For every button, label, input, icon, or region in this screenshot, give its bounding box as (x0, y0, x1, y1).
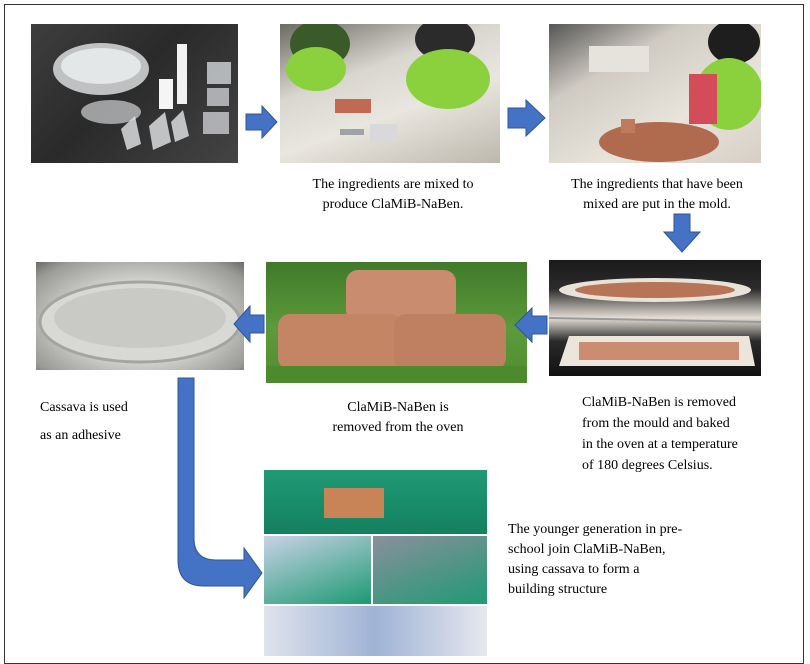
caption-line: in the oven at a temperature (582, 437, 738, 452)
building-caption: The younger generation in pre- school jo… (508, 520, 748, 600)
caption-line: as an adhesive (40, 428, 121, 443)
arrow-right-icon (507, 98, 546, 138)
caption-line: Cassava is used (40, 400, 128, 415)
caption-line: of 180 degrees Celsius. (582, 458, 713, 473)
equipment-photo (31, 24, 238, 163)
caption-line: ClaMiB-NaBen is (347, 400, 449, 415)
molding-caption: The ingredients that have been mixed are… (552, 175, 762, 215)
arrow-left-icon (233, 304, 265, 344)
bent-arrow-icon (177, 377, 263, 600)
caption-line: The ingredients are mixed to (312, 177, 474, 192)
baking-caption: ClaMiB-NaBen is removed from the mould a… (582, 392, 782, 476)
caption-line: from the mould and baked (582, 416, 730, 431)
mixing-photo (280, 24, 500, 163)
collage-tile (264, 606, 487, 656)
caption-line: produce ClaMiB-NaBen. (322, 197, 464, 212)
arrow-right-icon (245, 104, 278, 140)
bricks-photo (266, 262, 527, 383)
caption-line: building structure (508, 582, 608, 597)
caption-line: ClaMiB-NaBen is removed (582, 395, 736, 410)
collage-tile (264, 536, 371, 604)
mixing-caption: The ingredients are mixed to produce Cla… (288, 175, 498, 215)
molding-photo (549, 24, 761, 163)
children-collage-photo (264, 470, 487, 656)
caption-line: mixed are put in the mold. (583, 197, 731, 212)
collage-tile (324, 488, 384, 518)
cassava-bowl-photo (36, 262, 244, 370)
adhesive-caption: Cassava is used as an adhesive (40, 394, 180, 450)
caption-line: using cassava to form a (508, 562, 640, 577)
arrow-down-icon (662, 213, 702, 253)
caption-line: The ingredients that have been (571, 177, 743, 192)
oven-photo (549, 260, 761, 376)
caption-line: removed from the oven (332, 420, 464, 435)
caption-line: school join ClaMiB-NaBen, (508, 542, 666, 557)
removed-caption: ClaMiB-NaBen is removed from the oven (320, 398, 476, 438)
collage-tile (373, 536, 487, 604)
caption-line: The younger generation in pre- (508, 522, 683, 537)
arrow-left-icon (514, 306, 548, 344)
